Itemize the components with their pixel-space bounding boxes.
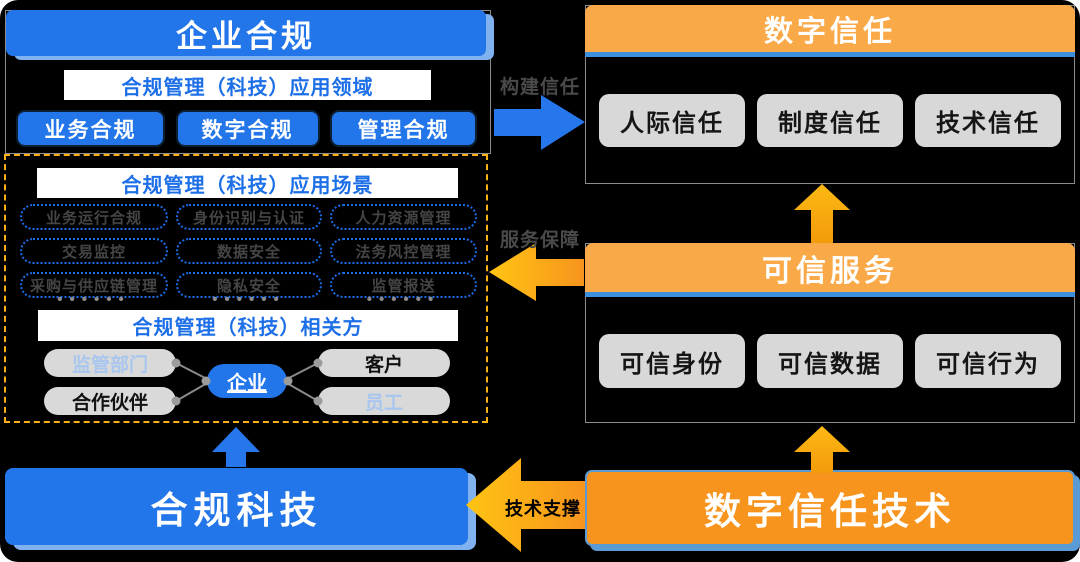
service-trusted-identity: 可信身份 — [599, 334, 745, 388]
scenario-privacy-security: 隐私安全 — [176, 272, 322, 298]
scenario-identity-auth: 身份识别与认证 — [176, 204, 322, 230]
scenario-procurement-chain: 采购与供应链管理 — [20, 272, 168, 298]
application-domains-row: 业务合规 数字合规 管理合规 — [16, 110, 477, 147]
application-scenarios-title: 合规管理（科技）应用场景 — [37, 168, 458, 198]
service-guarantee-label: 服务保障 — [499, 230, 580, 251]
ellipsis-dots: •••••• — [57, 291, 131, 308]
trust-interpersonal: 人际信任 — [599, 94, 745, 147]
trust-technical: 技术信任 — [915, 94, 1061, 147]
domain-business-compliance: 业务合规 — [16, 110, 165, 147]
scenario-ellipsis-row: •••••• •••••• •••••• — [20, 291, 477, 308]
scenario-regulatory-reporting: 监管报送 — [330, 272, 477, 298]
stakeholders-title: 合规管理（科技）相关方 — [38, 310, 458, 341]
ellipsis-dots: •••••• — [366, 291, 441, 308]
stakeholder-employee: 员工 — [318, 387, 450, 415]
domain-digital-compliance: 数字合规 — [175, 110, 320, 147]
stakeholder-enterprise: 企业 — [207, 364, 287, 398]
scenario-legal-risk: 法务风控管理 — [330, 238, 477, 264]
service-trusted-data: 可信数据 — [757, 334, 903, 388]
digital-trust-header: 数字信任 — [585, 5, 1075, 57]
arrow-up-compliance-tech — [212, 427, 260, 467]
scenario-row-1: 业务运行合规 身份识别与认证 人力资源管理 — [20, 204, 477, 230]
application-domains-title: 合规管理（科技）应用领域 — [64, 70, 431, 100]
trust-institutional: 制度信任 — [757, 94, 903, 147]
stakeholder-customer: 客户 — [318, 349, 450, 377]
service-trusted-behavior: 可信行为 — [915, 334, 1061, 388]
domain-management-compliance: 管理合规 — [330, 110, 477, 147]
scenario-transaction-monitoring: 交易监控 — [20, 238, 168, 264]
compliance-tech-box: 合规科技 — [5, 468, 468, 545]
scenario-business-operation: 业务运行合规 — [20, 204, 168, 230]
scenario-hr-management: 人力资源管理 — [330, 204, 477, 230]
scenario-row-3: 采购与供应链管理 隐私安全 监管报送 — [20, 272, 477, 298]
ellipsis-dots: •••••• — [212, 291, 286, 308]
arrow-up-trust-tech — [794, 426, 850, 473]
stakeholder-partner: 合作伙伴 — [44, 387, 176, 415]
digital-trust-tech-box: 数字信任技术 — [585, 470, 1075, 546]
trusted-services-header: 可信服务 — [585, 243, 1075, 297]
services-items-row: 可信身份 可信数据 可信行为 — [585, 334, 1075, 388]
trust-items-row: 人际信任 制度信任 技术信任 — [585, 94, 1075, 147]
application-scenarios-frame — [4, 154, 488, 423]
arrow-build-trust — [494, 95, 585, 150]
build-trust-label: 构建信任 — [499, 77, 580, 98]
arrow-up-trusted-services — [794, 184, 850, 243]
scenario-row-2: 交易监控 数据安全 法务风控管理 — [20, 238, 477, 264]
stakeholder-regulator: 监管部门 — [44, 349, 176, 377]
tech-support-label: 技术支撑 — [505, 499, 581, 519]
scenario-data-security: 数据安全 — [176, 238, 322, 264]
enterprise-compliance-header: 企业合规 — [6, 10, 486, 56]
